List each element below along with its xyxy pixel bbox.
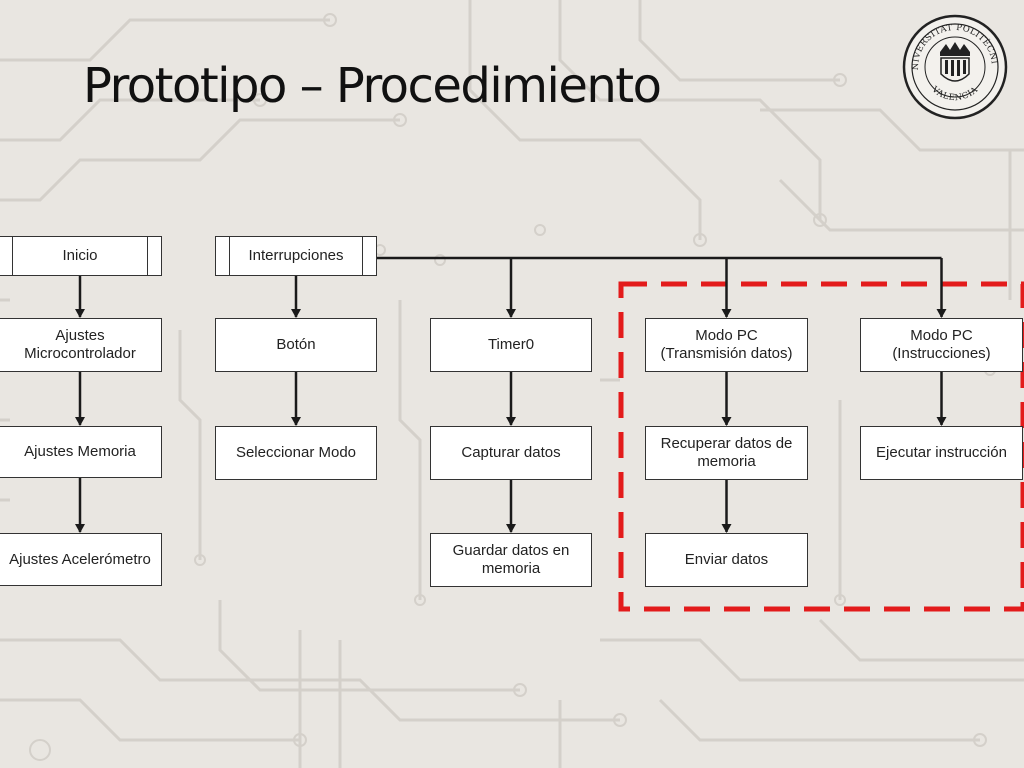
university-seal-logo: UNIVERSITAT POLITÈCNICA VALENCIA bbox=[902, 14, 1008, 120]
node-recuperar-datos: Recuperar datos de memoria bbox=[645, 426, 808, 480]
node-ajustes-micro: Ajustes Microcontrolador bbox=[0, 318, 162, 372]
node-label: Ejecutar instrucción bbox=[876, 444, 1007, 461]
node-seleccionar-modo: Seleccionar Modo bbox=[215, 426, 377, 480]
node-label: Seleccionar Modo bbox=[235, 444, 357, 461]
slide-title: Prototipo – Procedimiento bbox=[83, 58, 662, 114]
pc-mode-highlight-frame bbox=[618, 281, 1024, 612]
node-ejecutar-instruccion: Ejecutar instrucción bbox=[860, 426, 1023, 480]
node-label: Modo PC (Instrucciones) bbox=[892, 327, 991, 362]
node-label: Enviar datos bbox=[684, 551, 769, 568]
node-enviar-datos: Enviar datos bbox=[645, 533, 808, 587]
node-label: Interrupciones bbox=[248, 247, 344, 264]
node-label: Ajustes Memoria bbox=[24, 443, 136, 460]
node-capturar-datos: Capturar datos bbox=[430, 426, 592, 480]
node-label: Modo PC (Transmisión datos) bbox=[660, 327, 793, 362]
node-guardar-datos: Guardar datos en memoria bbox=[430, 533, 592, 587]
node-label: Inicio bbox=[62, 247, 98, 264]
node-interrupciones: Interrupciones bbox=[215, 236, 377, 276]
node-label: Ajustes Acelerómetro bbox=[9, 550, 151, 568]
node-label: Recuperar datos de memoria bbox=[660, 435, 793, 470]
node-label: Guardar datos en memoria bbox=[452, 542, 570, 577]
node-timer0: Timer0 bbox=[430, 318, 592, 372]
node-boton: Botón bbox=[215, 318, 377, 372]
node-label: Botón bbox=[276, 336, 316, 353]
node-label: Ajustes Microcontrolador bbox=[24, 327, 136, 362]
node-label: Capturar datos bbox=[461, 444, 561, 461]
node-ajustes-acelerometro: Ajustes Acelerómetro bbox=[0, 533, 162, 586]
node-ajustes-memoria: Ajustes Memoria bbox=[0, 426, 162, 478]
node-inicio: Inicio bbox=[0, 236, 162, 276]
node-label: Timer0 bbox=[487, 336, 535, 353]
node-modo-pc-transmision: Modo PC (Transmisión datos) bbox=[645, 318, 808, 372]
node-modo-pc-instrucciones: Modo PC (Instrucciones) bbox=[860, 318, 1023, 372]
